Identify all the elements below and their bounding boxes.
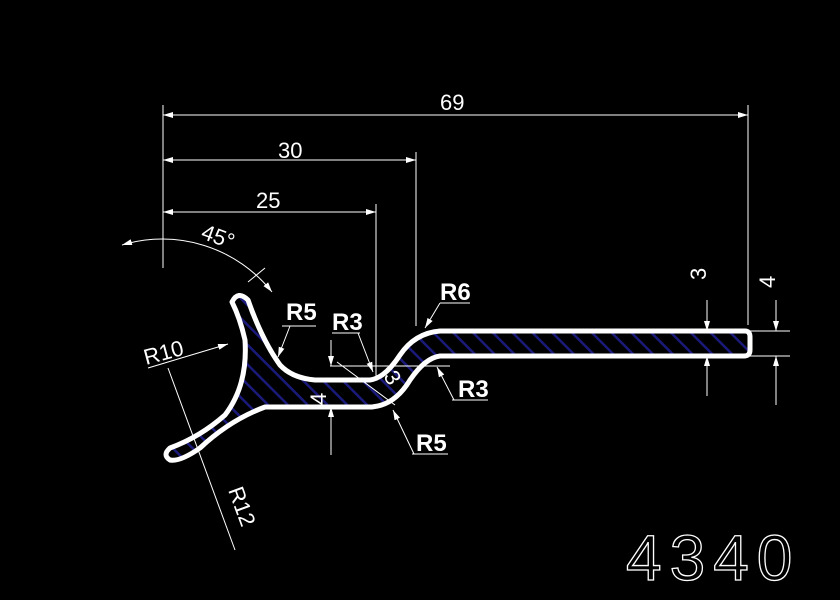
leader-r6-b [424, 302, 441, 329]
profile-outline [163, 293, 753, 463]
leader-r12 [167, 367, 236, 551]
dim-arc-45 [121, 238, 273, 293]
leader-r10 [147, 343, 229, 369]
dim-label-30: 30 [278, 138, 302, 163]
radius-label-r5-top: R5 [286, 299, 317, 326]
dim-label-45: 45° [198, 219, 238, 254]
dim-label-3-right: 3 [686, 268, 711, 280]
radius-label-r6: R6 [440, 279, 471, 306]
dim-label-4-right: 4 [755, 276, 780, 288]
leader-r5-top-b [277, 325, 291, 358]
dim-label-25: 25 [256, 188, 280, 213]
radius-label-r5-bottom: R5 [416, 430, 447, 457]
radius-label-r3-top: R3 [332, 309, 363, 336]
radius-label-r12: R12 [223, 483, 260, 529]
part-number: 4340 [626, 522, 800, 594]
radius-label-r10: R10 [141, 335, 186, 370]
leader-r5-bottom-b [392, 409, 415, 455]
leader-r3-top-b [357, 332, 374, 373]
leader-r3-right-b [436, 366, 455, 401]
leader-3-diag [336, 361, 396, 406]
leader-45-tick [247, 267, 266, 283]
radius-label-r3-right: R3 [458, 376, 489, 403]
dim-label-4-mid: 4 [306, 393, 331, 405]
dim-label-69: 69 [440, 90, 464, 115]
